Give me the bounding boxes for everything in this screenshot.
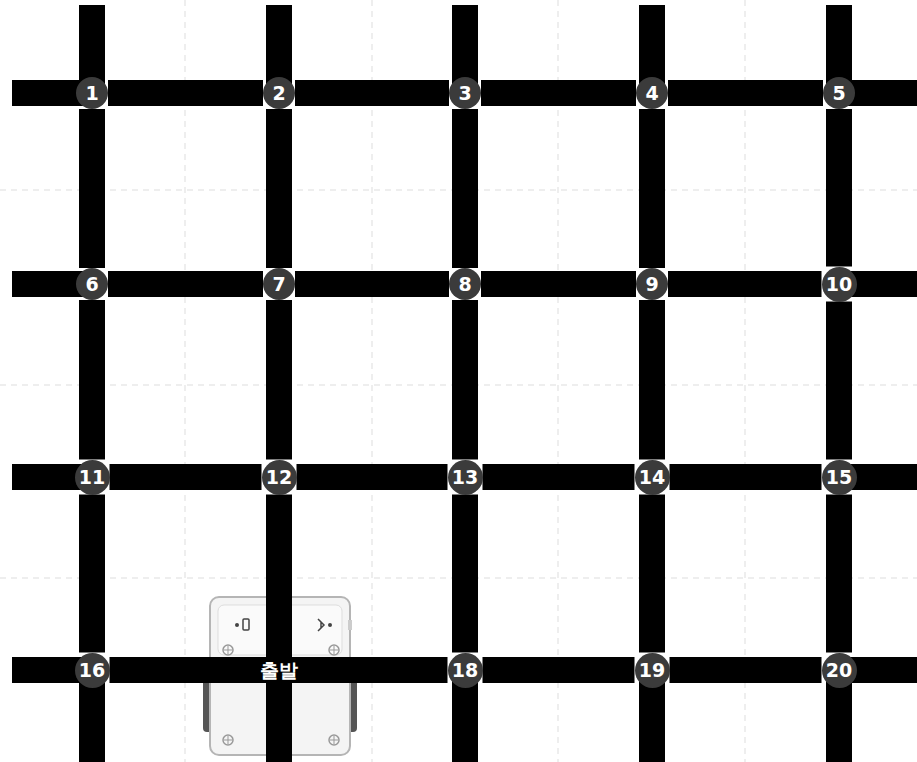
point-label: 20 xyxy=(826,661,852,680)
grid-line xyxy=(110,657,252,683)
point-number: 8 xyxy=(449,268,481,300)
point-number: 16 xyxy=(75,653,110,688)
grid-line xyxy=(79,300,105,460)
grid-line xyxy=(483,464,635,490)
point-number: 7 xyxy=(263,268,295,300)
grid-line xyxy=(481,80,636,106)
grid-line xyxy=(307,657,448,683)
point-label: 7 xyxy=(272,275,285,294)
start-label: 출발 xyxy=(260,661,298,680)
grid-line xyxy=(670,464,822,490)
point-number: 12 xyxy=(262,460,297,495)
grid-line xyxy=(826,495,852,653)
grid-line xyxy=(295,80,449,106)
point-number: 19 xyxy=(635,653,670,688)
grid-line xyxy=(266,109,292,268)
grid-line xyxy=(108,80,263,106)
point-label: 5 xyxy=(832,84,845,103)
point-number: 13 xyxy=(448,460,483,495)
point-label: 8 xyxy=(458,275,471,294)
point-number: 20 xyxy=(822,653,857,688)
grid-line xyxy=(483,657,635,683)
point-label: 2 xyxy=(272,84,285,103)
point-number: 6 xyxy=(76,268,108,300)
point-label: 15 xyxy=(826,468,852,487)
point-label: 13 xyxy=(452,468,478,487)
point-number: 15 xyxy=(822,460,857,495)
grid-line xyxy=(79,495,105,653)
point-label: 16 xyxy=(79,661,105,680)
grid-line xyxy=(639,109,665,268)
point-number: 10 xyxy=(822,267,857,302)
line-extensions xyxy=(12,5,917,762)
grid-line xyxy=(266,300,292,460)
point-label: 19 xyxy=(639,661,665,680)
point-number: 1 xyxy=(76,77,108,109)
point-label: 3 xyxy=(458,84,471,103)
point-number: 3 xyxy=(449,77,481,109)
point-number: 14 xyxy=(635,460,670,495)
point-number: 2 xyxy=(263,77,295,109)
point-label: 6 xyxy=(85,275,98,294)
point-label: 12 xyxy=(266,468,292,487)
grid-line xyxy=(668,80,823,106)
grid-line xyxy=(108,271,263,297)
grid-line xyxy=(79,109,105,268)
grid-line xyxy=(452,300,478,460)
grid-line xyxy=(670,657,822,683)
grid-line xyxy=(295,271,449,297)
grid-line xyxy=(266,495,292,658)
grid-line xyxy=(826,109,852,267)
point-label: 11 xyxy=(79,468,105,487)
point-label: 4 xyxy=(645,84,658,103)
point-label: 10 xyxy=(826,275,852,294)
start-marker: 출발 xyxy=(251,657,307,683)
point-number: 9 xyxy=(636,268,668,300)
point-number: 18 xyxy=(448,653,483,688)
point-label: 9 xyxy=(645,275,658,294)
point-number: 5 xyxy=(823,77,855,109)
point-label: 1 xyxy=(85,84,98,103)
point-label: 14 xyxy=(639,468,665,487)
grid-line xyxy=(297,464,448,490)
grid-line xyxy=(110,464,262,490)
grid-line xyxy=(826,302,852,460)
point-label: 18 xyxy=(452,661,478,680)
point-number: 4 xyxy=(636,77,668,109)
grid-line xyxy=(668,271,822,297)
grid-line xyxy=(452,109,478,268)
grid-line xyxy=(452,495,478,653)
grid-line xyxy=(639,300,665,460)
point-number: 11 xyxy=(75,460,110,495)
grid-line xyxy=(639,495,665,653)
grid-line xyxy=(481,271,636,297)
